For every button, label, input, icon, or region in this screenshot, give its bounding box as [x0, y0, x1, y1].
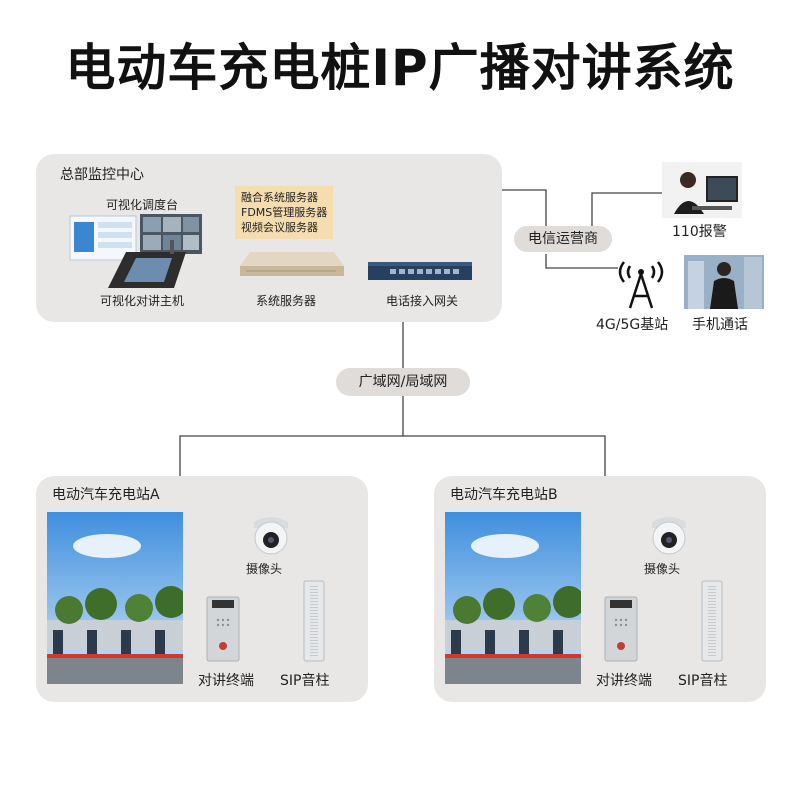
station-b-panel: 电动汽车充电站B 摄像头 对讲终端 SIP音柱 — [434, 476, 766, 702]
phone-label: 手机通话 — [692, 317, 748, 333]
hq-label: 总部监控中心 — [60, 167, 144, 183]
hq-panel: 总部监控中心 可视化调度台 可视化对讲主机 融合系统服务器 FDMS管理服务器 … — [36, 154, 502, 322]
station-a-camera-icon — [254, 517, 288, 555]
telecom-base-line — [545, 254, 618, 269]
station-b-speaker-label: SIP音柱 — [678, 673, 728, 689]
station-a-intercom-label: 对讲终端 — [198, 673, 254, 689]
station-b-camera-label: 摄像头 — [644, 562, 681, 576]
telecom-pill: 电信运营商 — [514, 226, 612, 252]
station-a-speaker-label: SIP音柱 — [280, 673, 330, 689]
gateway-icon — [368, 262, 472, 280]
station-a-camera-label: 摄像头 — [246, 562, 283, 576]
station-b-speaker-icon — [701, 580, 723, 662]
station-a-intercom-icon — [206, 596, 240, 662]
page-title: 电动车充电桩IP广播对讲系统 — [65, 39, 735, 97]
gateway-label: 电话接入网关 — [386, 294, 459, 308]
police-label: 110报警 — [672, 224, 727, 240]
station-b-intercom-icon — [604, 596, 638, 662]
dispatch-console-icon — [69, 214, 202, 288]
phone-user-icon — [684, 255, 764, 309]
station-b-label: 电动汽车充电站B — [450, 487, 558, 503]
station-a-photo — [47, 512, 183, 684]
server-icon — [240, 252, 344, 276]
station-b-photo — [445, 512, 581, 684]
server-item-3: 视频会议服务器 — [241, 221, 318, 234]
station-a-label: 电动汽车充电站A — [52, 487, 160, 503]
station-a-speaker-icon — [303, 580, 325, 662]
dispatch-label: 可视化调度台 — [106, 198, 179, 212]
server-label: 系统服务器 — [256, 294, 317, 308]
police-operator-icon — [662, 162, 742, 218]
network-pill: 广域网/局域网 — [336, 368, 470, 396]
server-item-1: 融合系统服务器 — [241, 191, 318, 204]
station-a-panel: 电动汽车充电站A 摄像头 对讲终端 SIP音柱 — [36, 476, 368, 702]
base-station-icon — [618, 261, 664, 309]
station-b-intercom-label: 对讲终端 — [596, 673, 652, 689]
base-station-label: 4G/5G基站 — [596, 317, 669, 333]
station-b-camera-icon — [652, 517, 686, 555]
server-list-box: 融合系统服务器 FDMS管理服务器 视频会议服务器 — [235, 186, 334, 239]
network-stations-line — [179, 435, 606, 476]
server-item-2: FDMS管理服务器 — [241, 206, 328, 219]
host-label: 可视化对讲主机 — [100, 294, 185, 308]
